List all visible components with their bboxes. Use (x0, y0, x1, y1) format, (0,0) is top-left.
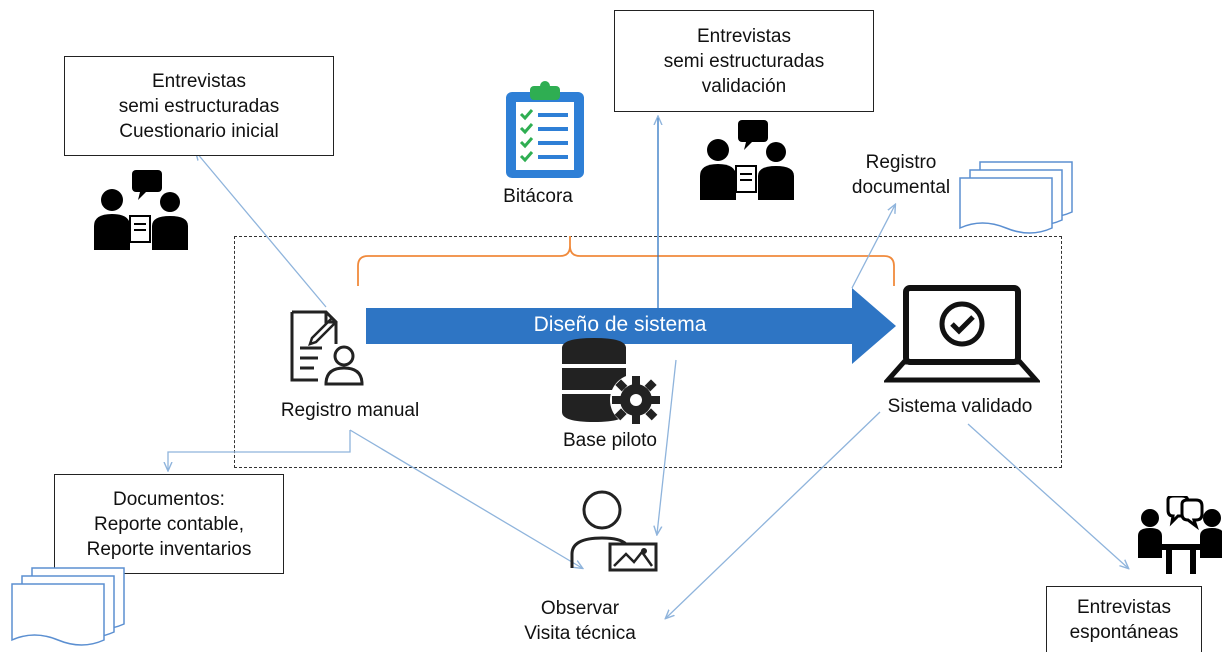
box-line: Reporte inventarios (86, 538, 252, 560)
design-arrow-label: Diseño de sistema (533, 313, 707, 336)
initial-interviews-box: Entrevistas semi estructuradas Cuestiona… (64, 56, 334, 156)
box-line: espontáneas (1069, 621, 1179, 643)
base-piloto-label: Base piloto (562, 430, 657, 451)
design-arrow (366, 288, 896, 364)
connector-system-to-spontaneous (967, 423, 1128, 568)
observe-label: Observar Visita técnica (490, 596, 670, 646)
interview-icon (94, 170, 188, 250)
observer-image-icon (570, 490, 658, 572)
connector-system-to-observe (666, 411, 881, 618)
interview-icon (700, 120, 794, 200)
sistema-validado-label: Sistema validado (887, 396, 1033, 417)
box-line: validación (701, 75, 787, 97)
documents-box: Documentos: Reporte contable, Reporte in… (54, 474, 284, 574)
connector-system-to-documental (851, 205, 895, 289)
validation-interviews-box: Entrevistas semi estructuradas validació… (614, 10, 874, 112)
spontaneous-interviews-box: Entrevistas espontáneas (1046, 586, 1202, 652)
laptop-check-icon (884, 285, 1040, 383)
box-line: Cuestionario inicial (119, 120, 279, 142)
connector-registro-to-interviews (196, 152, 327, 308)
database-gear-icon (562, 338, 662, 424)
label-line: Observar (540, 598, 620, 619)
documents-stack-icon (11, 567, 125, 646)
brace (357, 236, 895, 286)
documents-stack-icon (959, 161, 1073, 234)
box-line: Documentos: (113, 488, 225, 510)
label-line: Registro (865, 152, 937, 173)
box-line: Entrevistas (152, 70, 246, 92)
meeting-icon (1138, 496, 1222, 574)
label-line: documental (851, 177, 951, 198)
bitacora-label: Bitácora (503, 186, 573, 207)
system-boundary (234, 236, 1062, 468)
manual-record-icon (290, 310, 364, 386)
box-line: semi estructuradas (118, 95, 280, 117)
box-line: Entrevistas (697, 25, 791, 47)
connector-manual-to-documents (168, 430, 351, 470)
box-line: Reporte contable, (94, 513, 244, 535)
box-line: semi estructuradas (663, 50, 825, 72)
clipboard-icon (506, 81, 584, 178)
connector-base-to-observe (657, 359, 677, 534)
registro-documental-label: Registro documental (836, 150, 966, 200)
connector-manual-to-observe (349, 429, 582, 568)
label-line: Visita técnica (524, 623, 636, 644)
box-line: Entrevistas (1077, 596, 1171, 618)
registro-manual-label: Registro manual (280, 400, 420, 421)
